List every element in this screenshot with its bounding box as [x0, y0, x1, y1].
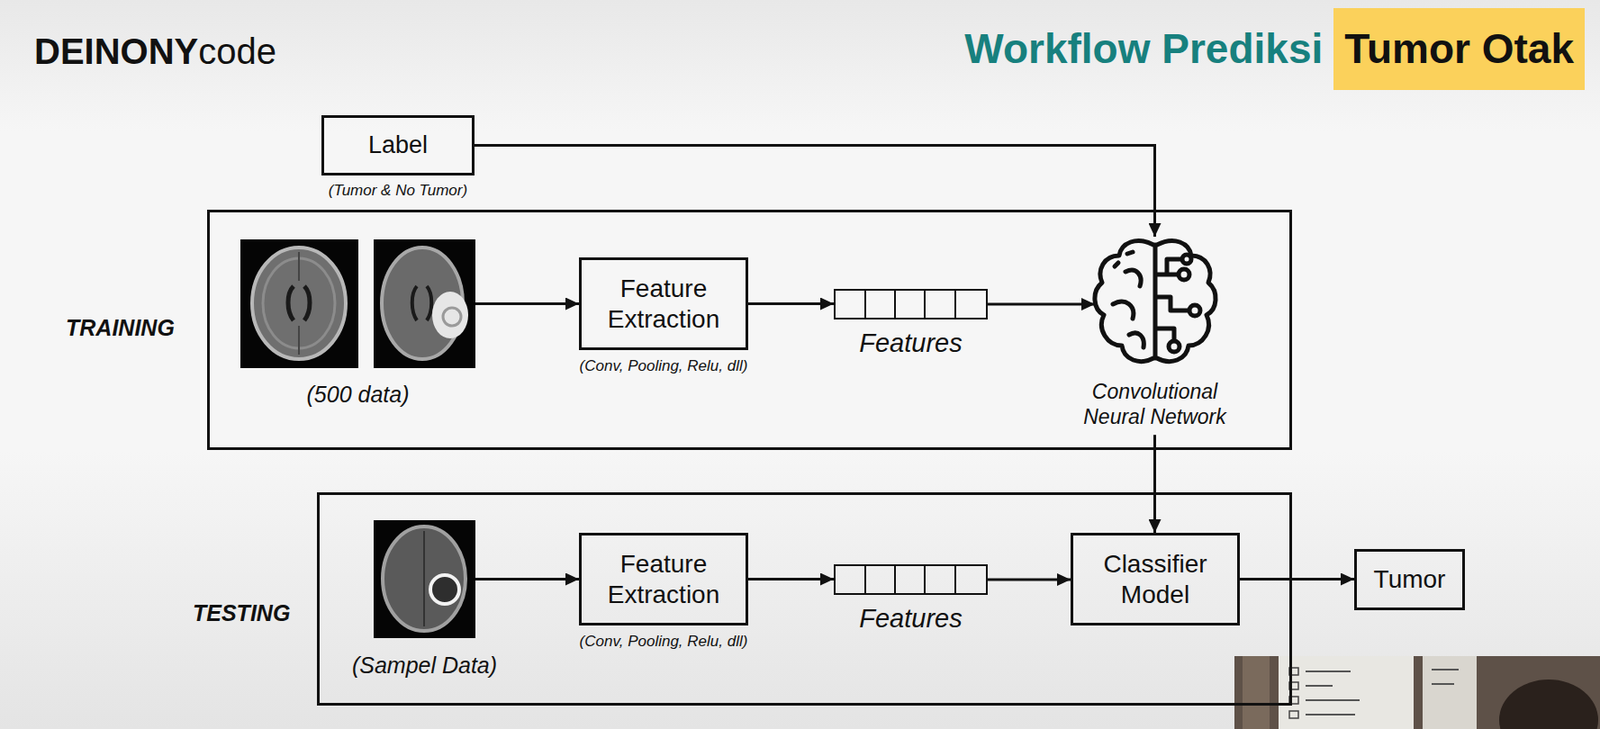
tumor — [430, 575, 460, 605]
title: Workflow Prediksi — [964, 24, 1323, 74]
vector-cell-divider — [894, 290, 896, 318]
vector-cell-divider — [923, 566, 926, 594]
classifier-box: Classifier Model — [1070, 533, 1240, 626]
arrow-connector — [475, 578, 579, 581]
whiteboard — [1278, 656, 1414, 729]
mri-frame — [240, 239, 359, 369]
webcam-overlay — [1234, 656, 1600, 729]
brain-dashes — [1114, 252, 1133, 267]
circuit-lines — [1157, 259, 1189, 341]
vector-cell-divider — [894, 566, 896, 594]
brain-outline — [1094, 241, 1154, 362]
mri-scan — [373, 520, 476, 639]
brain-icon — [1094, 241, 1216, 362]
image-set: (500 data) — [240, 239, 476, 369]
caption: Features — [858, 603, 962, 635]
ventricles — [412, 286, 433, 321]
caption: (Conv, Pooling, Relu, dll) — [579, 632, 749, 651]
caption: Convolutional Neural Network — [1069, 379, 1241, 430]
vector-cell-divider — [864, 566, 867, 594]
mri-scan — [373, 239, 476, 369]
brain-folds — [1112, 270, 1144, 348]
logo-bold: DEINONY — [34, 29, 199, 73]
box-text: Feature Extraction — [590, 273, 737, 335]
vector-cell-divider — [923, 290, 926, 318]
title-bar: Workflow Prediksi Tumor Otak — [964, 8, 1585, 91]
midline — [298, 252, 300, 281]
brain-slice — [252, 247, 346, 360]
caption: Features — [858, 327, 962, 360]
caption: (Tumor & No Tumor) — [328, 181, 468, 200]
tumor-core — [442, 307, 462, 326]
caption: (Conv, Pooling, Relu, dll) — [579, 357, 749, 376]
arrow-connector — [1239, 578, 1355, 581]
whiteboard — [1422, 656, 1477, 729]
shelf — [1242, 656, 1270, 729]
vector-cell-divider — [864, 290, 867, 318]
box-text: Classifier Model — [1082, 549, 1229, 610]
feature-vector: Features — [833, 289, 988, 320]
handwriting-sketch — [1305, 669, 1459, 715]
process-box: Feature Extraction(Conv, Pooling, Relu, … — [578, 257, 749, 351]
box-text: Feature Extraction — [590, 549, 737, 610]
process-box: Feature Extraction(Conv, Pooling, Relu, … — [578, 533, 749, 626]
arrow-connector — [475, 302, 579, 306]
midline — [298, 325, 300, 355]
circuit-node — [1178, 269, 1190, 281]
brain-outline — [1157, 241, 1216, 362]
image-sample: (Sampel Data) — [373, 520, 476, 639]
title-highlight: Tumor Otak — [1333, 8, 1585, 91]
stage-band: TRAINING(500 data)Feature Extraction(Con… — [207, 209, 1293, 451]
person — [1499, 679, 1599, 729]
ventricles — [288, 286, 310, 321]
arrow-connector — [987, 578, 1071, 582]
arrow-connector — [987, 303, 1095, 307]
cnn-icon: Convolutional Neural Network — [1094, 236, 1215, 370]
arrow-connector — [474, 145, 1156, 238]
circuit-node — [1168, 341, 1180, 353]
caption: (500 data) — [307, 380, 410, 408]
feature-vector: Features — [833, 564, 988, 596]
stage-heading: TESTING — [192, 599, 290, 627]
vector-cell-divider — [954, 566, 957, 594]
title-highlight-text: Tumor Otak — [1344, 24, 1574, 74]
box-text: Label — [368, 130, 428, 160]
circuit-node — [1189, 305, 1201, 317]
logo: DEINONYcode — [34, 27, 277, 76]
brain-slice — [382, 526, 466, 632]
logo-light: code — [198, 29, 277, 73]
midline — [423, 531, 425, 627]
arrow-connector — [748, 302, 834, 306]
caption: (Sampel Data) — [352, 651, 498, 679]
output-box: Tumor — [1354, 549, 1465, 611]
mri-scan — [240, 239, 359, 369]
mri-frame — [373, 520, 476, 639]
vector-cell-divider — [954, 290, 957, 318]
stage-heading: TRAINING — [65, 314, 175, 342]
label-box: Label(Tumor & No Tumor) — [321, 115, 475, 176]
stage-band: TESTING(Sampel Data)Feature Extraction(C… — [316, 492, 1293, 706]
box-text: Tumor — [1374, 564, 1447, 596]
arrow-connector — [748, 578, 834, 581]
tumor — [432, 291, 469, 339]
circuit-node — [1182, 254, 1192, 264]
mri-frame — [373, 239, 476, 369]
brain-midline — [1153, 244, 1158, 359]
